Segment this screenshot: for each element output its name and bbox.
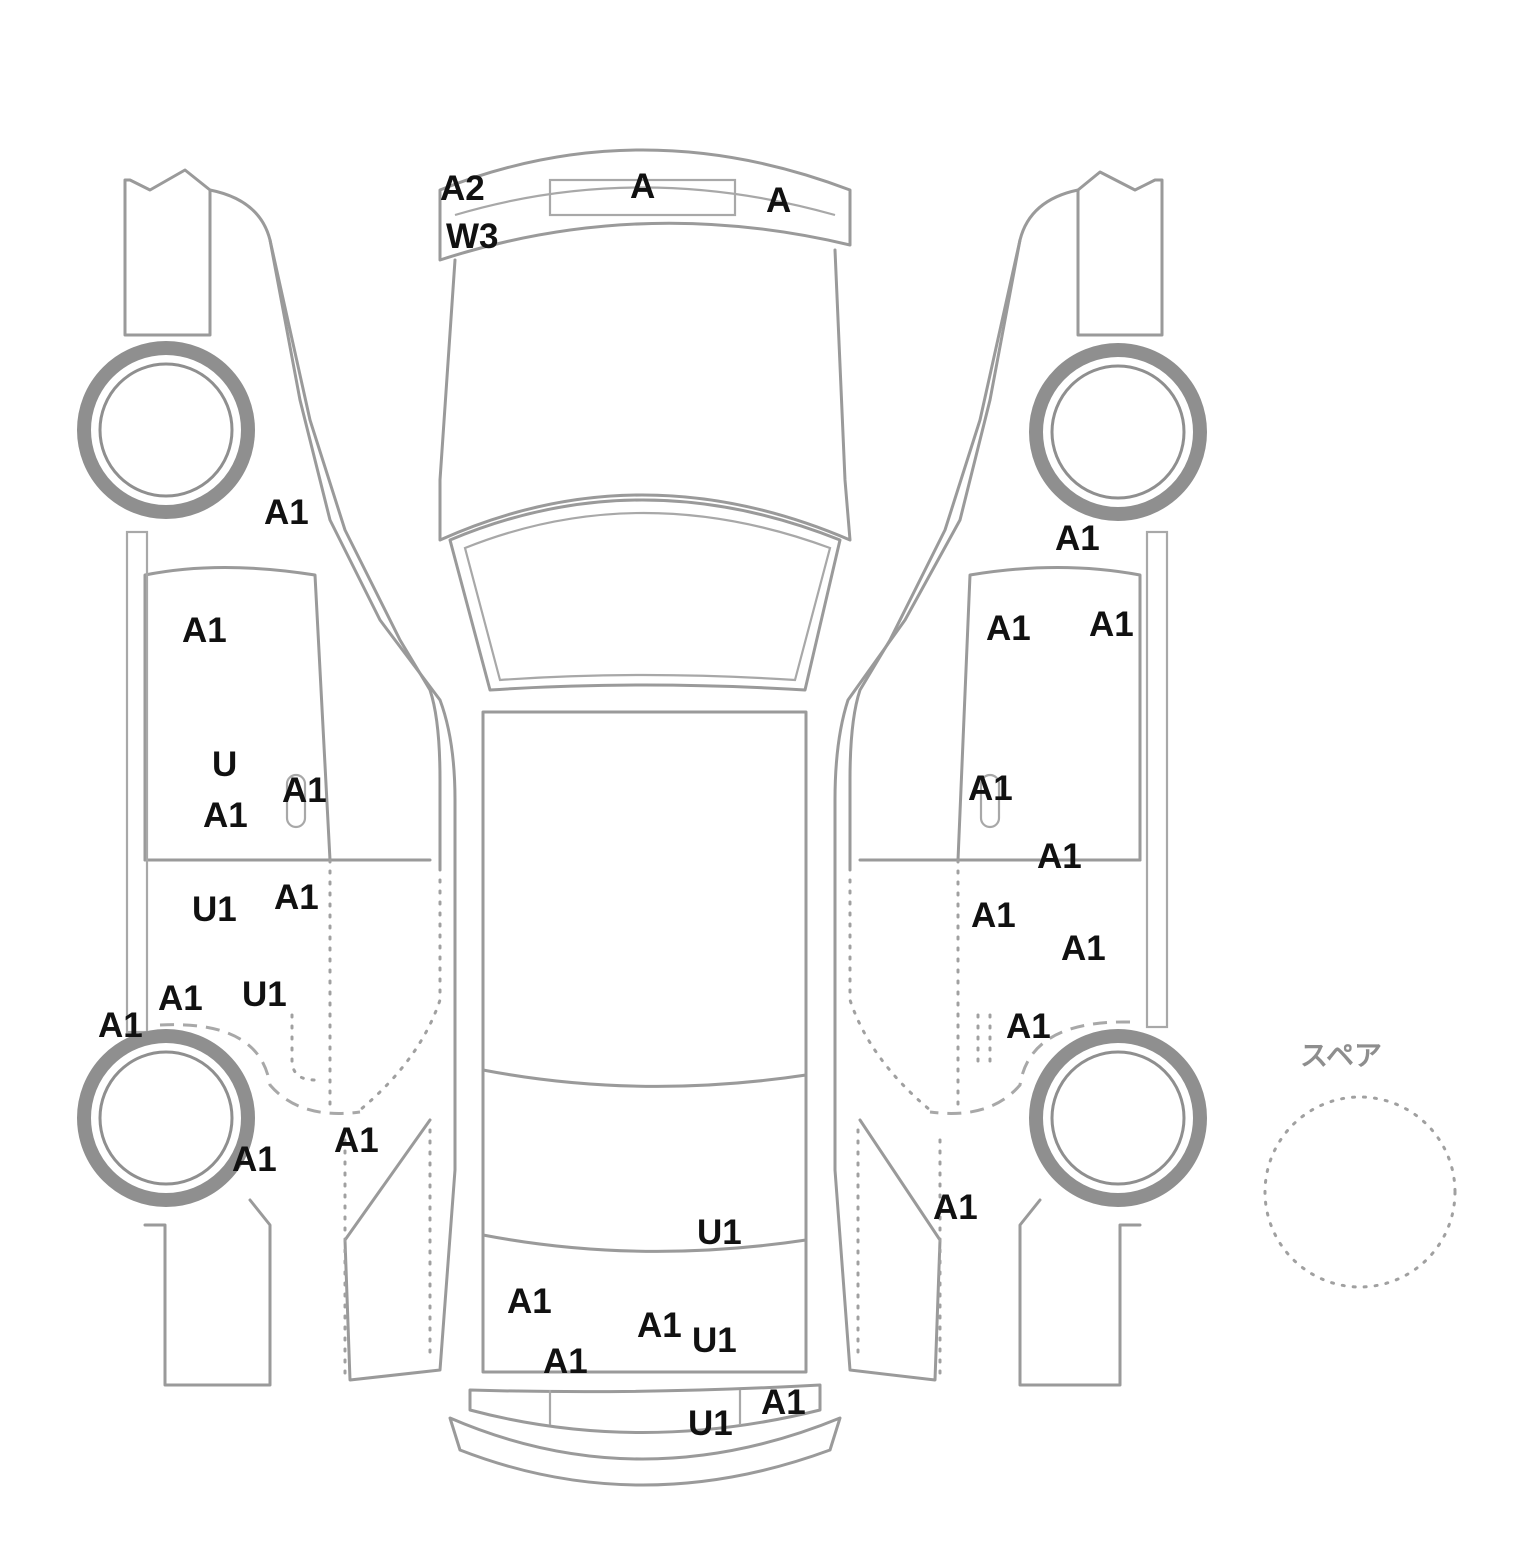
damage-code: A1 bbox=[986, 609, 1031, 648]
damage-code: A1 bbox=[761, 1383, 806, 1422]
damage-code: U bbox=[212, 745, 237, 784]
damage-code: A1 bbox=[182, 611, 227, 650]
damage-code: A1 bbox=[933, 1188, 978, 1227]
top-view bbox=[438, 148, 852, 1487]
damage-code: A1 bbox=[1089, 605, 1134, 644]
damage-code: A1 bbox=[232, 1140, 277, 1179]
left-side-view bbox=[77, 168, 457, 1387]
damage-code: A1 bbox=[1037, 837, 1082, 876]
spare-label: スペア bbox=[1300, 1039, 1382, 1072]
right-side-view bbox=[833, 170, 1207, 1387]
damage-code: U1 bbox=[242, 975, 287, 1014]
damage-code: A1 bbox=[158, 979, 203, 1018]
damage-code: A1 bbox=[274, 878, 319, 917]
damage-code: A bbox=[766, 181, 791, 220]
damage-code: U1 bbox=[192, 890, 237, 929]
damage-code: A1 bbox=[637, 1306, 682, 1345]
damage-code: A1 bbox=[1061, 929, 1106, 968]
damage-code: A1 bbox=[334, 1121, 379, 1160]
damage-code: A1 bbox=[971, 896, 1016, 935]
damage-code: U1 bbox=[697, 1213, 742, 1252]
damage-code: W3 bbox=[446, 217, 499, 256]
damage-code: A bbox=[630, 167, 655, 206]
damage-code: A1 bbox=[543, 1342, 588, 1381]
spare-tire: スペア bbox=[1263, 1039, 1457, 1289]
damage-code: A1 bbox=[282, 771, 327, 810]
damage-code: A1 bbox=[264, 493, 309, 532]
damage-code: A2 bbox=[440, 169, 485, 208]
damage-code: A1 bbox=[968, 769, 1013, 808]
damage-codes: A2 W3 A A A1 A1 U A1 A1 U1 A1 A1 A1 U1 A… bbox=[98, 167, 1134, 1443]
damage-code: A1 bbox=[203, 796, 248, 835]
damage-code: A1 bbox=[98, 1006, 143, 1045]
damage-code: A1 bbox=[507, 1282, 552, 1321]
damage-code: A1 bbox=[1006, 1007, 1051, 1046]
damage-code: A1 bbox=[1055, 519, 1100, 558]
damage-code: U1 bbox=[692, 1321, 737, 1360]
damage-code: U1 bbox=[688, 1404, 733, 1443]
